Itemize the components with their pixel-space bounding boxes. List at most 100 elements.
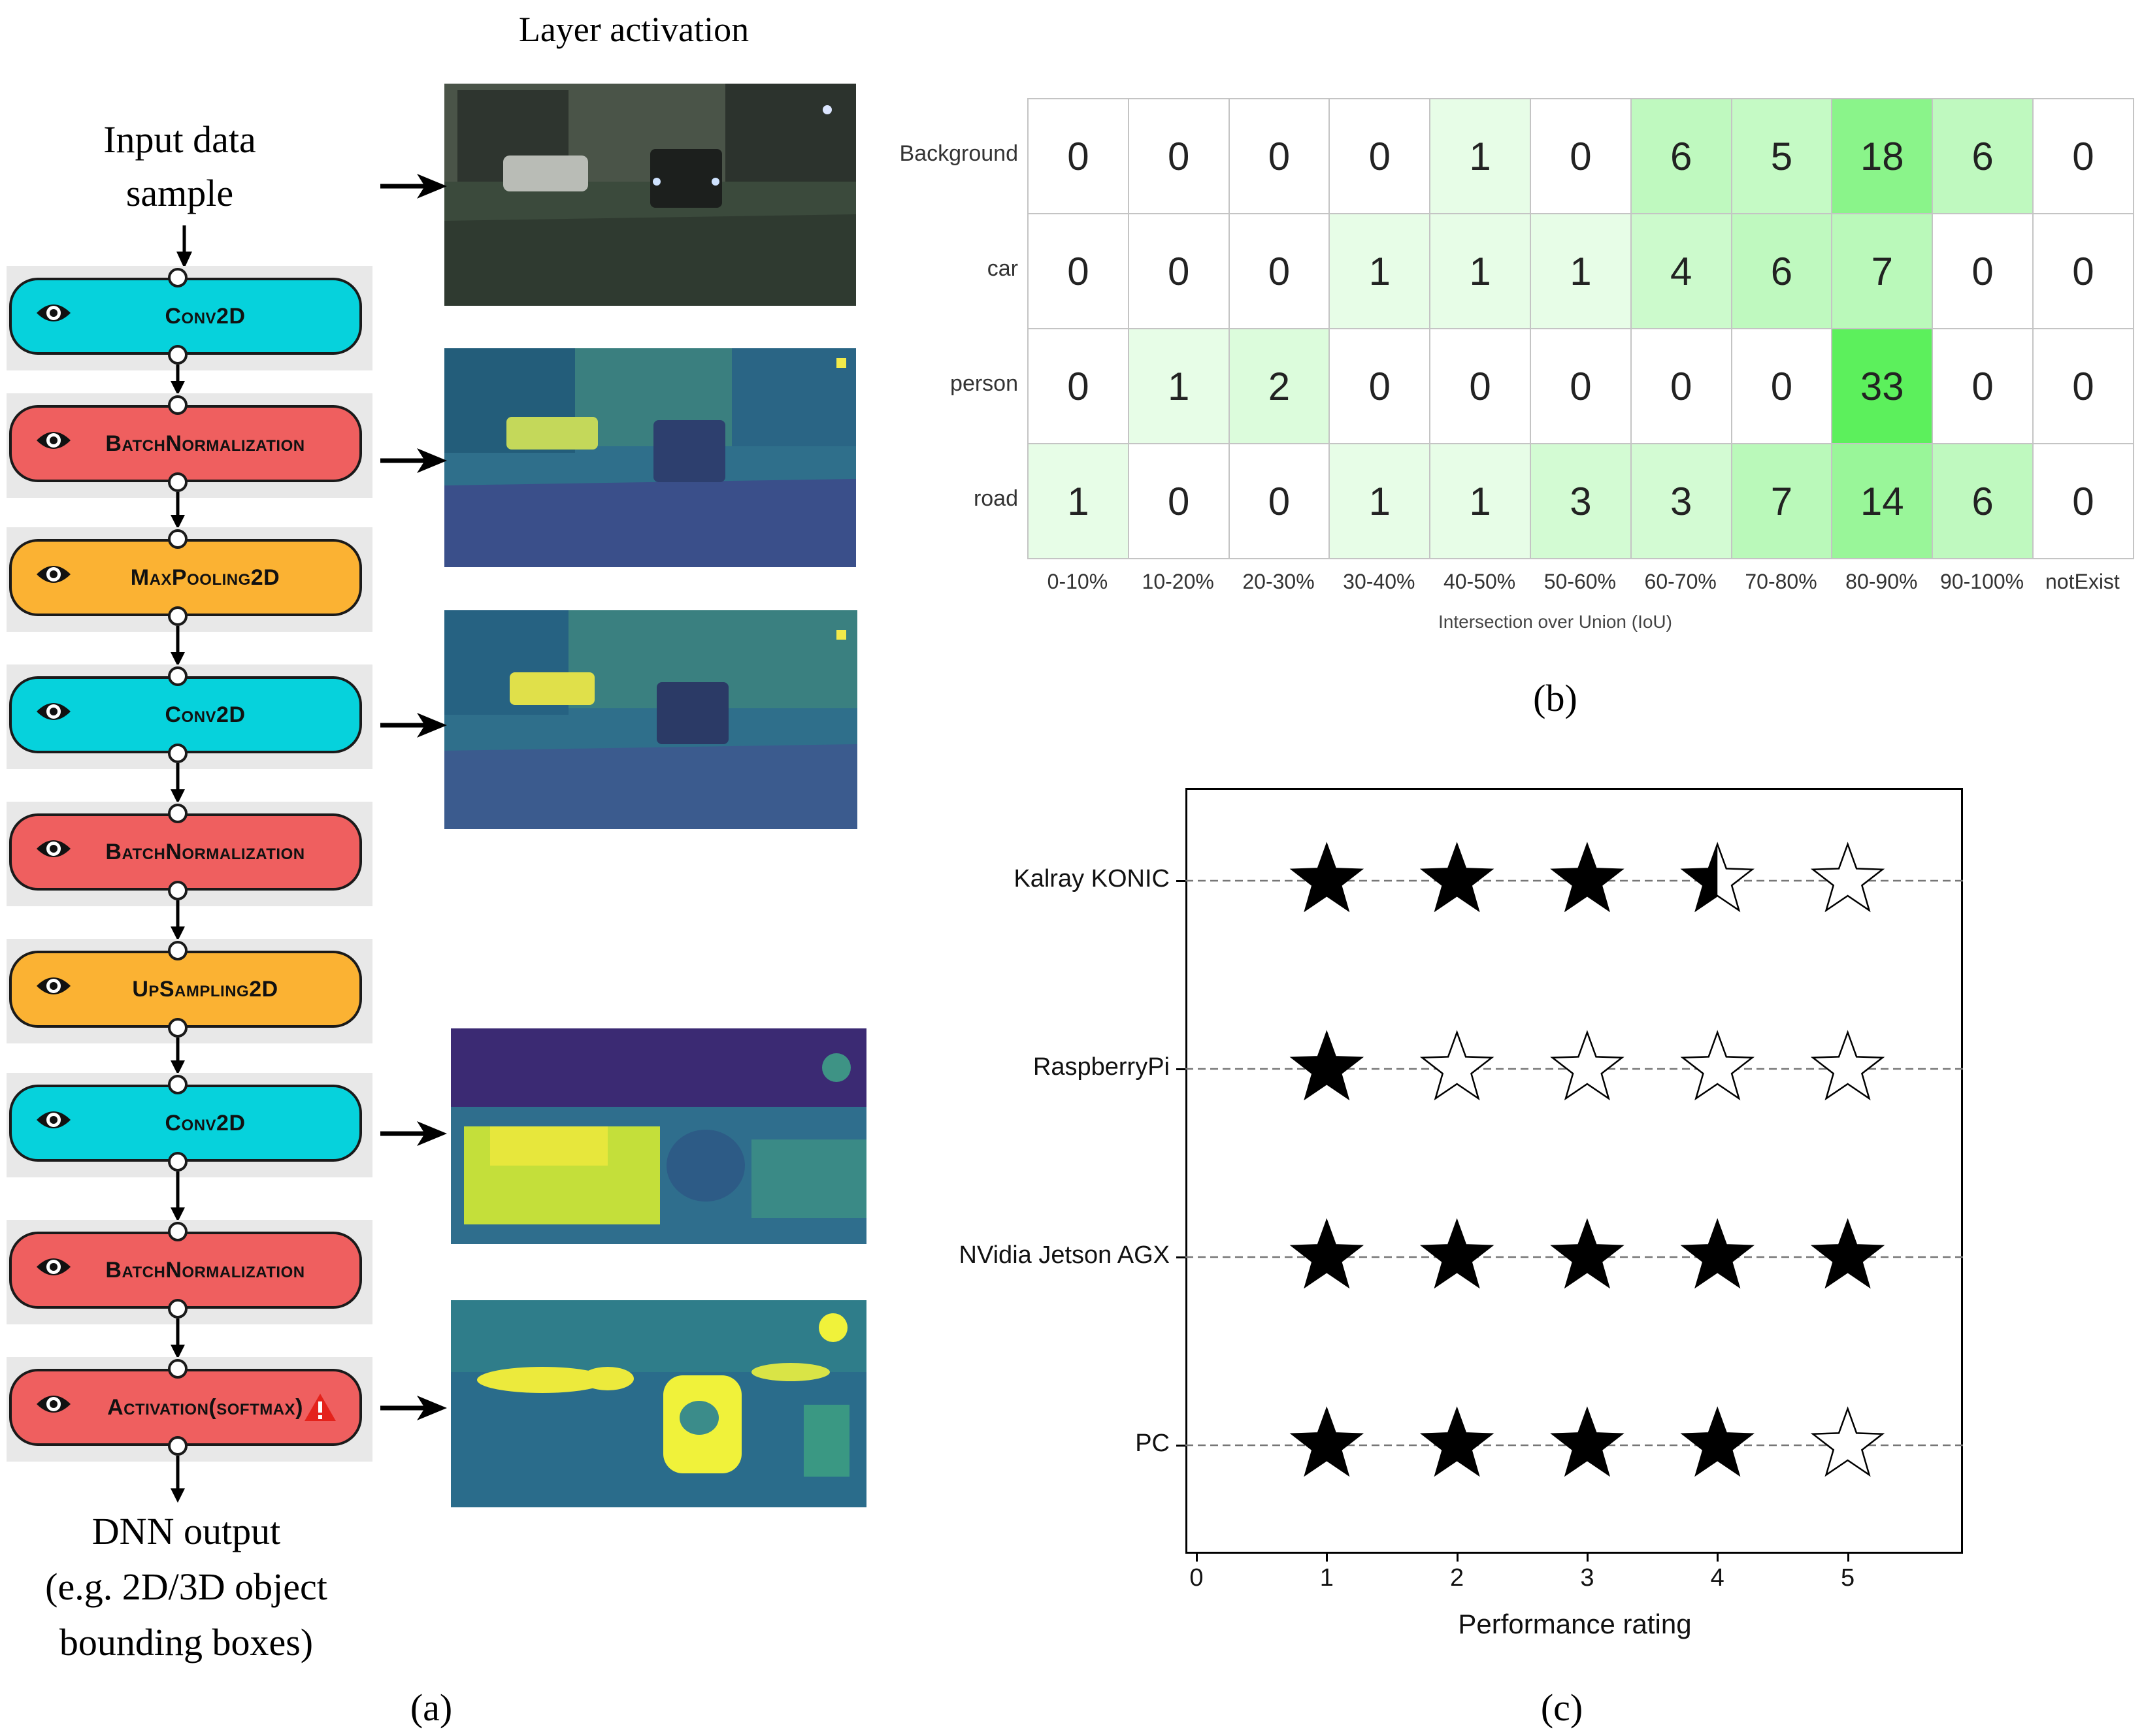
eye-icon[interactable]: [35, 300, 72, 326]
layer-link-arrow: [171, 763, 185, 804]
layer-link-arrow: [171, 1318, 185, 1359]
input-label-line2: sample: [125, 172, 234, 214]
heatmap-column-label: 0-10%: [1047, 570, 1108, 593]
input-port[interactable]: [168, 529, 188, 549]
rating-plot-frame: [1185, 788, 1963, 1554]
eye-icon[interactable]: [35, 427, 72, 453]
eye-icon[interactable]: [35, 1107, 72, 1133]
heatmap-cell: 18: [1831, 98, 1934, 214]
heatmap-cell: 3: [1630, 443, 1732, 559]
heatmap-cell: 1: [1429, 213, 1531, 329]
heatmap-row-label: Background: [899, 141, 1018, 166]
layer-node[interactable]: BatchNormalization: [9, 1232, 362, 1309]
x-tick-mark: [1456, 1554, 1459, 1562]
heatmap-cell: 2: [1228, 328, 1330, 444]
output-label-line3: bounding boxes): [59, 1621, 314, 1663]
input-port[interactable]: [168, 1222, 188, 1241]
input-port[interactable]: [168, 268, 188, 287]
layer-node[interactable]: UpSampling2D: [9, 951, 362, 1028]
layer-node[interactable]: Conv2D: [9, 278, 362, 355]
layer-node[interactable]: Activation(softmax): [9, 1369, 362, 1446]
rating-star: [1680, 1406, 1755, 1477]
arrow-to-thumb-conv2d-2: [380, 713, 447, 738]
output-port[interactable]: [168, 606, 188, 626]
layer-node[interactable]: Conv2D: [9, 676, 362, 753]
rating-star: [1680, 1030, 1755, 1101]
eye-icon[interactable]: [35, 836, 72, 862]
warning-icon[interactable]: [303, 1392, 337, 1422]
heatmap-cell: 6: [1630, 98, 1732, 214]
activation-thumb-input: [444, 84, 856, 306]
output-port[interactable]: [168, 345, 188, 365]
output-label-line1: DNN output: [91, 1510, 281, 1552]
input-port[interactable]: [168, 666, 188, 686]
x-tick-mark: [1847, 1554, 1849, 1562]
heatmap-cell: 3: [1530, 443, 1632, 559]
output-port[interactable]: [168, 1152, 188, 1171]
y-tick-mark: [1176, 880, 1185, 882]
heatmap-column-label: 60-70%: [1644, 570, 1717, 593]
x-tick-label: 4: [1710, 1564, 1724, 1592]
caption-a: (a): [410, 1686, 453, 1729]
layer-name: Conv2D: [165, 303, 246, 329]
rating-star: [1419, 1406, 1494, 1477]
heatmap-row-label: person: [950, 371, 1018, 396]
input-port[interactable]: [168, 395, 188, 415]
output-port[interactable]: [168, 1299, 188, 1318]
input-port[interactable]: [168, 804, 188, 823]
caption-c: (c): [1540, 1686, 1583, 1729]
output-port[interactable]: [168, 1018, 188, 1038]
rating-star: [1419, 1218, 1494, 1289]
layer-name: BatchNormalization: [105, 839, 305, 864]
layer-node[interactable]: Conv2D: [9, 1085, 362, 1162]
input-arrow: [176, 225, 192, 269]
output-port[interactable]: [168, 881, 188, 900]
eye-icon[interactable]: [35, 1254, 72, 1280]
input-port[interactable]: [168, 1075, 188, 1094]
layer-node[interactable]: BatchNormalization: [9, 813, 362, 891]
rating-plot: [1185, 842, 1963, 1477]
rating-star: [1550, 1030, 1624, 1101]
heatmap-cell: 1: [1429, 98, 1531, 214]
rating-star: [1289, 1406, 1364, 1477]
heatmap-cell: 6: [1730, 213, 1833, 329]
input-port[interactable]: [168, 941, 188, 960]
rating-category-label: RaspberryPi: [1032, 1053, 1170, 1081]
layer-link-arrow: [171, 492, 185, 529]
layer-node[interactable]: BatchNormalization: [9, 405, 362, 482]
heatmap-cell: 0: [1027, 213, 1129, 329]
heatmap-cell: 0: [1630, 328, 1732, 444]
eye-icon[interactable]: [35, 561, 72, 587]
layer-node[interactable]: MaxPooling2D: [9, 539, 362, 616]
rating-category-label: PC: [1135, 1430, 1170, 1457]
heatmap-cell: 0: [1328, 98, 1431, 214]
heatmap-cell: 5: [1730, 98, 1833, 214]
heatmap-cell: 0: [1228, 443, 1330, 559]
rating-star: [1419, 1030, 1494, 1101]
output-port[interactable]: [168, 472, 188, 492]
heatmap-column-label: 70-80%: [1745, 570, 1817, 593]
layer-link-arrow: [171, 626, 185, 666]
rating-star: [1810, 1406, 1885, 1477]
input-label-line1: Input data: [103, 118, 256, 161]
heatmap-x-axis-title: Intersection over Union (IoU): [1438, 612, 1672, 632]
heatmap-cell: 14: [1831, 443, 1934, 559]
output-port[interactable]: [168, 744, 188, 763]
eye-icon[interactable]: [35, 973, 72, 999]
heatmap-cell: 7: [1831, 213, 1934, 329]
output-label-line2: (e.g. 2D/3D object: [45, 1565, 327, 1608]
eye-icon[interactable]: [35, 1391, 72, 1417]
x-tick-label: 5: [1840, 1564, 1855, 1592]
activation-thumb-conv2d-3: [451, 1028, 866, 1244]
x-tick-label: 3: [1580, 1564, 1594, 1592]
heatmap-cell: 1: [1328, 443, 1431, 559]
input-port[interactable]: [168, 1359, 188, 1379]
heatmap-cell: 0: [1730, 328, 1833, 444]
x-tick-mark: [1326, 1554, 1328, 1562]
heatmap-column-label: 10-20%: [1142, 570, 1214, 593]
heatmap-column-label: 40-50%: [1443, 570, 1516, 593]
output-port[interactable]: [168, 1436, 188, 1456]
eye-icon[interactable]: [35, 698, 72, 725]
heatmap-column-label: 80-90%: [1845, 570, 1918, 593]
heatmap-cell: 0: [1530, 328, 1632, 444]
